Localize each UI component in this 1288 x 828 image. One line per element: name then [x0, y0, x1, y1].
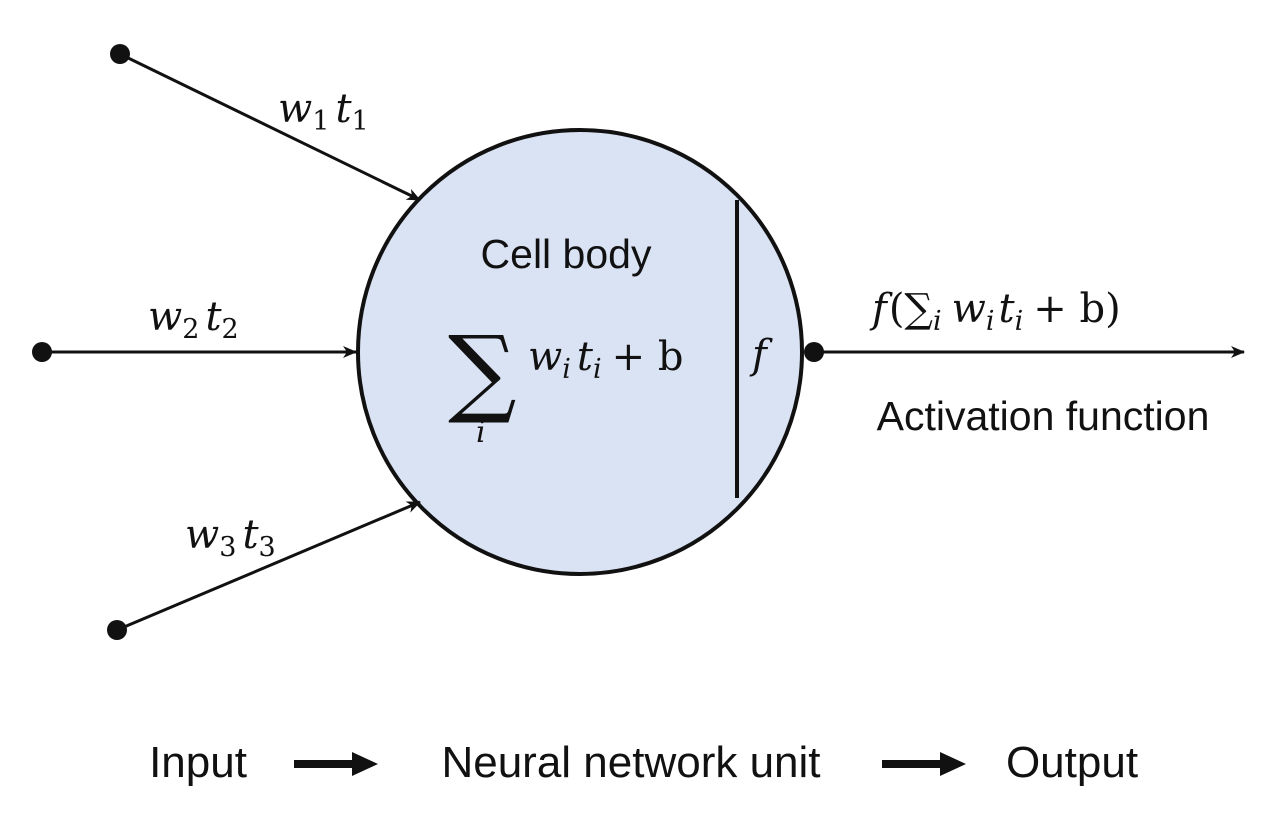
flow-arrow-2 [882, 752, 966, 776]
flow-unit-label: Neural network unit [441, 738, 820, 787]
cell-body-circle [356, 128, 804, 576]
flow-input-label: Input [149, 738, 247, 787]
summation-symbol: ∑ [448, 315, 517, 427]
flow-output-label: Output [1006, 738, 1138, 787]
input-edge-1 [119, 52, 421, 202]
cell-body-title: Cell body [481, 231, 652, 277]
input-edge-3 [116, 500, 421, 632]
flow-arrow-1 [294, 752, 378, 776]
summation-index: i [476, 415, 486, 450]
activation-function-label: Activation function [877, 393, 1210, 439]
